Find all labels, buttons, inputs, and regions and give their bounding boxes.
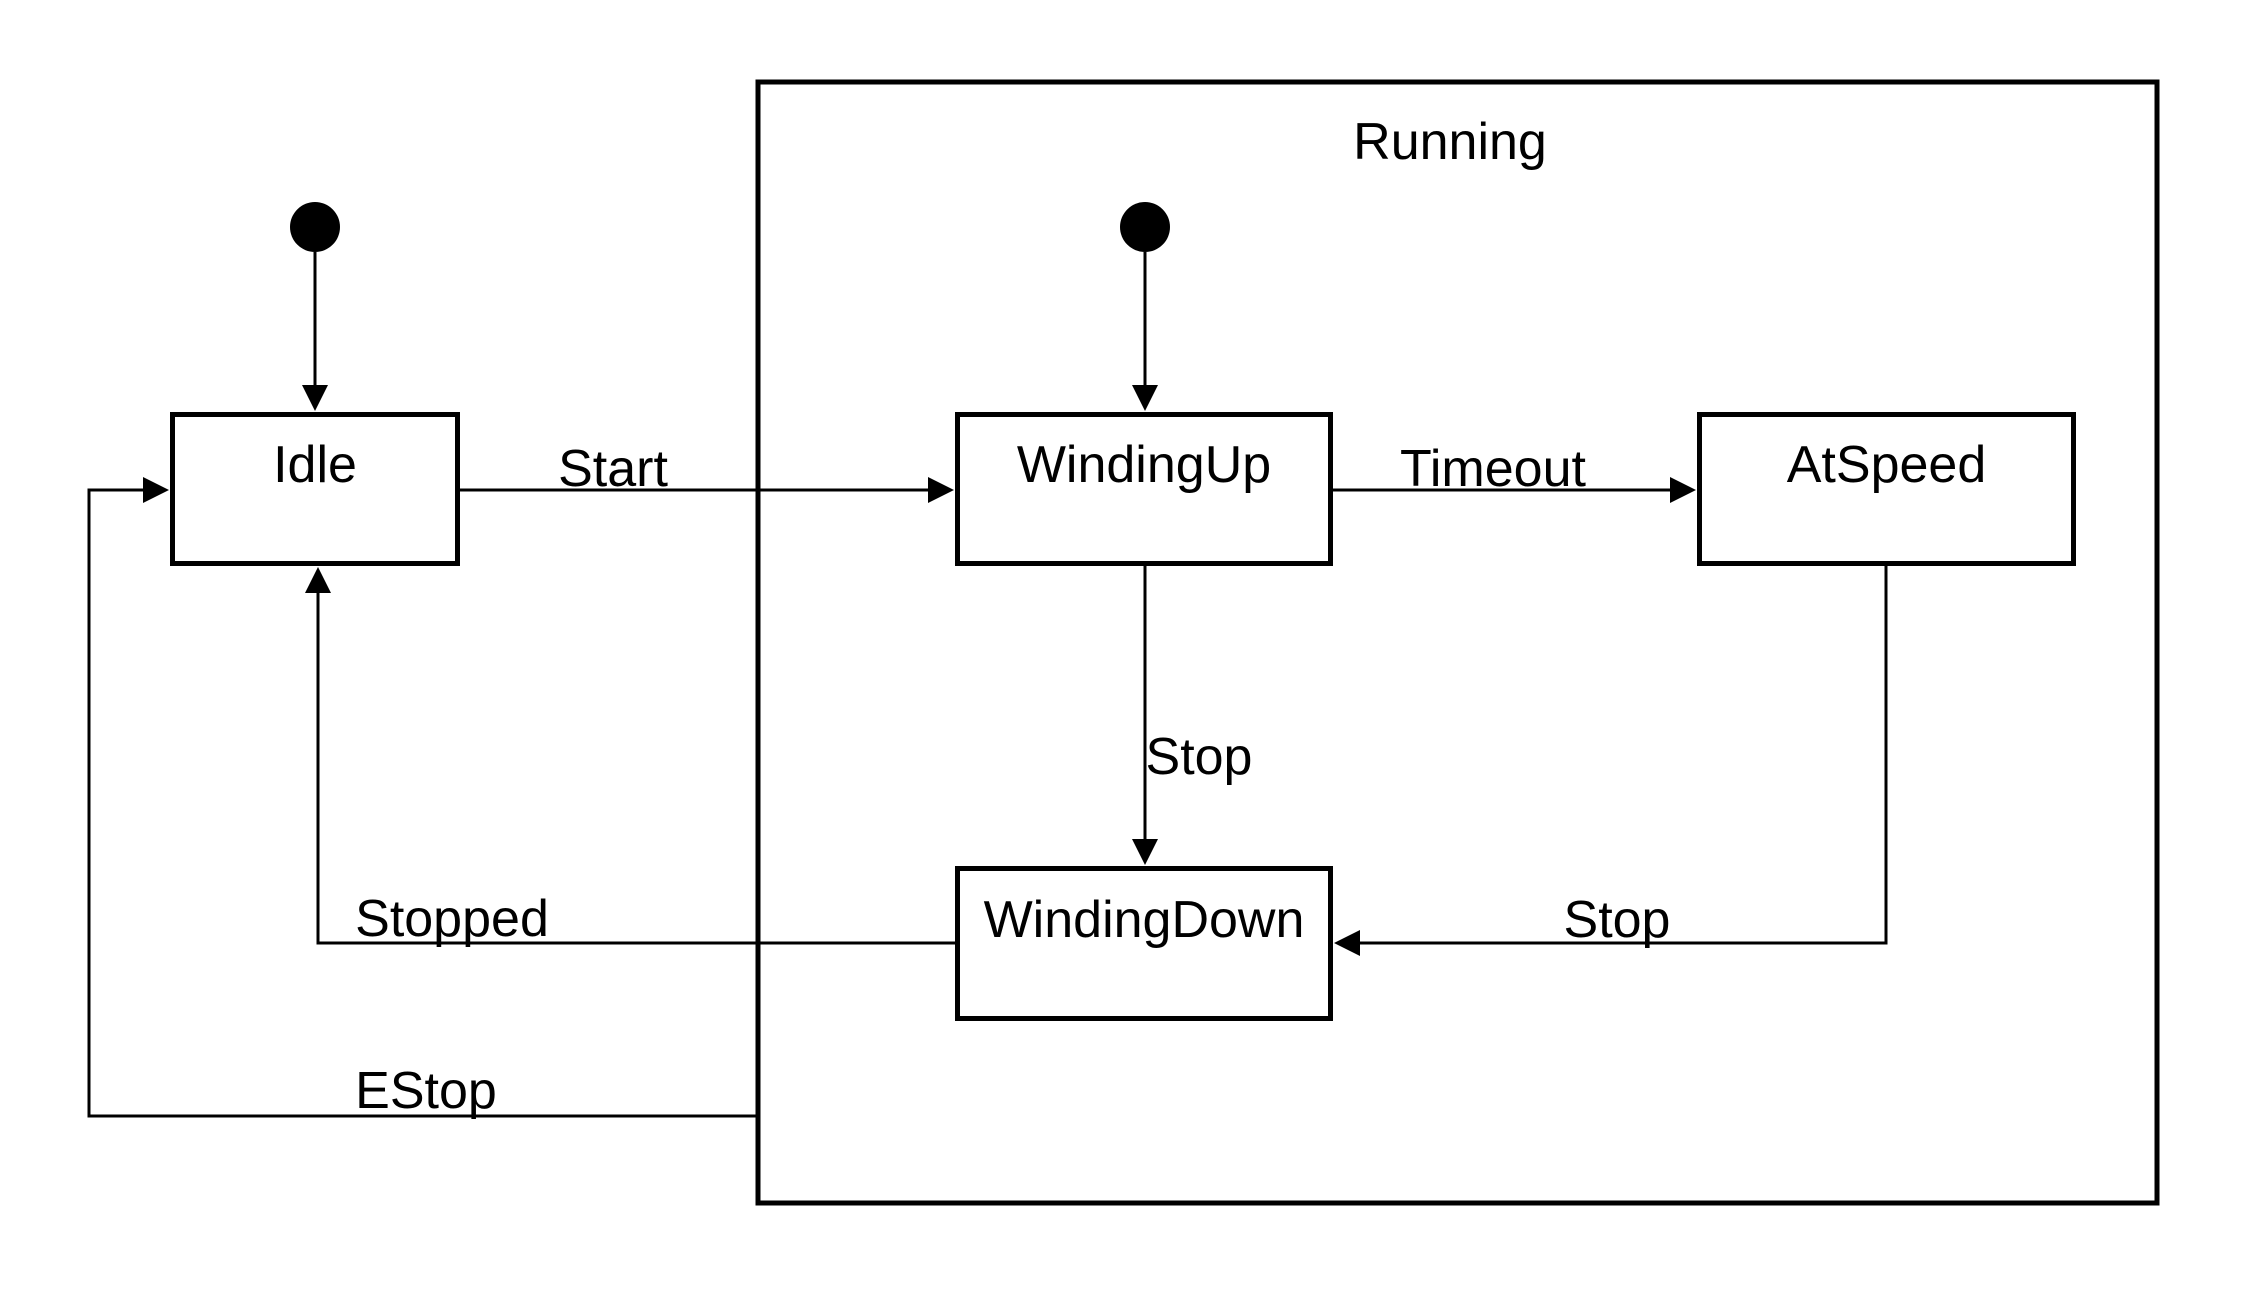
running-composite-state-border xyxy=(755,79,2160,1206)
stopped-transition-line xyxy=(316,589,955,945)
stop-from-atspeed-arrowhead-icon xyxy=(1334,930,1360,956)
running-composite-state-label: Running xyxy=(1353,113,1547,171)
state-atspeed-label: AtSpeed xyxy=(1786,436,1987,494)
start-transition-label: Start xyxy=(558,440,668,498)
stop-from-atspeed-transition-label: Stop xyxy=(1563,891,1671,949)
stopped-arrowhead-icon xyxy=(305,567,331,593)
state-idle: Idle xyxy=(170,412,460,566)
estop-transition-label: EStop xyxy=(355,1062,497,1120)
start-arrowhead-icon xyxy=(928,477,954,503)
state-windingup: WindingUp xyxy=(955,412,1333,566)
initial-to-windingup-arrowhead-icon xyxy=(1132,385,1158,411)
stop-from-atspeed-line xyxy=(1357,566,1888,945)
stopped-transition-label: Stopped xyxy=(355,890,549,948)
estop-arrowhead-icon xyxy=(143,477,169,503)
initial-to-idle-arrowhead-icon xyxy=(302,385,328,411)
state-windingup-label: WindingUp xyxy=(1016,436,1272,494)
state-windingdown-label: WindingDown xyxy=(983,890,1305,949)
running-initial-state-dot-icon xyxy=(1120,202,1170,252)
state-windingdown: WindingDown xyxy=(955,866,1333,1021)
stop-from-windingup-transition-label: Stop xyxy=(1145,728,1253,786)
initial-state-dot-icon xyxy=(290,202,340,252)
estop-transition-line xyxy=(87,488,758,1118)
timeout-arrowhead-icon xyxy=(1670,477,1696,503)
state-idle-label: Idle xyxy=(273,436,357,494)
stop-from-windingup-arrowhead-icon xyxy=(1132,839,1158,865)
timeout-transition-label: Timeout xyxy=(1400,440,1586,498)
state-atspeed: AtSpeed xyxy=(1697,412,2076,566)
